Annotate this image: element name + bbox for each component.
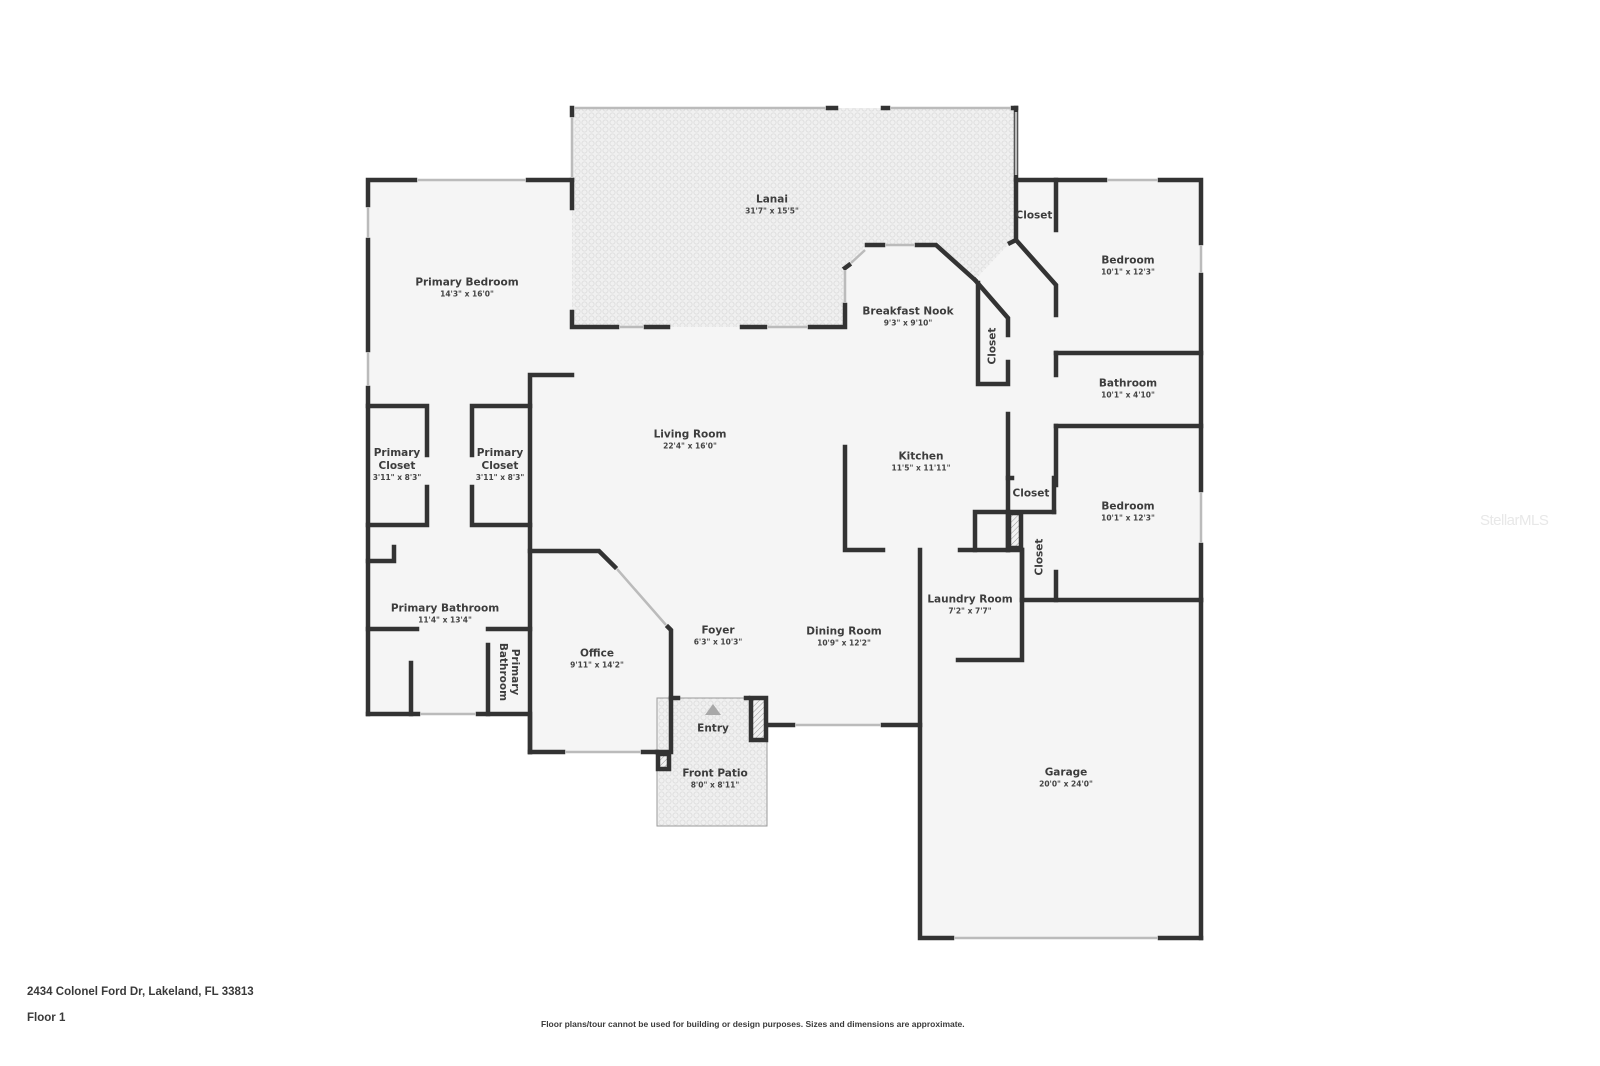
room-label-lanai: Lanai 31'7" x 15'5" xyxy=(745,194,799,217)
room-name: Closet xyxy=(1033,538,1046,576)
front-patio-floor xyxy=(656,697,768,827)
room-label-primary-bedroom: Primary Bedroom 14'3" x 16'0" xyxy=(415,277,518,300)
room-dimensions: 8'0" x 8'11" xyxy=(690,780,740,790)
room-name: Primary Closet xyxy=(476,447,524,472)
room-dimensions: 14'3" x 16'0" xyxy=(440,289,494,299)
watermark-logo: StellarMLS xyxy=(1480,512,1549,529)
room-label-bathroom: Bathroom 10'1" x 4'10" xyxy=(1099,378,1157,401)
room-label-front-patio: Front Patio 8'0" x 8'11" xyxy=(682,768,747,791)
room-dimensions: 7'2" x 7'7" xyxy=(948,606,992,616)
room-dimensions: 9'3" x 9'10" xyxy=(883,318,933,328)
room-label-foyer: Foyer 6'3" x 10'3" xyxy=(694,625,743,648)
room-label-closet-middle: Closet xyxy=(1013,488,1050,501)
room-name: Closet xyxy=(986,327,999,365)
room-dimensions: 10'1" x 12'3" xyxy=(1101,267,1155,277)
room-dimensions: 10'1" x 12'3" xyxy=(1101,513,1155,523)
room-dimensions: 10'1" x 4'10" xyxy=(1101,390,1155,400)
room-name: Primary Bathroom xyxy=(497,642,521,702)
room-label-primary-bathroom: Primary Bathroom 11'4" x 13'4" xyxy=(391,603,499,626)
room-name: Bedroom xyxy=(1101,500,1155,513)
room-name: Primary Closet xyxy=(373,447,421,472)
room-label-entry: Entry xyxy=(697,723,729,736)
room-dimensions: 3'11" x 8'3" xyxy=(372,473,422,482)
room-label-garage: Garage 20'0" x 24'0" xyxy=(1039,767,1093,790)
room-name: Entry xyxy=(697,722,729,735)
room-name: Dining Room xyxy=(806,625,882,638)
floor-label: Floor 1 xyxy=(27,1012,66,1024)
room-label-primary-bathroom-small: Primary Bathroom xyxy=(497,642,521,702)
room-label-kitchen: Kitchen 11'5" x 11'11" xyxy=(892,451,951,474)
house-floor xyxy=(368,180,1201,938)
room-label-closet-diagonal: Closet xyxy=(987,328,1000,365)
room-label-primary-closet-right: Primary Closet 3'11" x 8'3" xyxy=(475,447,525,483)
lanai-floor xyxy=(572,108,1016,327)
disclaimer-text: Floor plans/tour cannot be used for buil… xyxy=(541,1019,965,1029)
room-label-breakfast-nook: Breakfast Nook 9'3" x 9'10" xyxy=(862,306,953,329)
room-label-living-room: Living Room 22'4" x 16'0" xyxy=(654,429,727,452)
room-label-laundry-room: Laundry Room 7'2" x 7'7" xyxy=(927,594,1012,617)
room-name: Bathroom xyxy=(1098,377,1158,390)
room-name: Garage xyxy=(1044,766,1088,779)
room-label-primary-closet-left: Primary Closet 3'11" x 8'3" xyxy=(372,447,422,483)
windows xyxy=(366,106,1203,940)
room-dimensions: 10'9" x 12'2" xyxy=(817,638,871,648)
room-label-closet-vertical: Closet xyxy=(1034,539,1047,576)
room-dimensions: 20'0" x 24'0" xyxy=(1039,779,1093,789)
room-name: Front Patio xyxy=(682,767,748,780)
room-name: Kitchen xyxy=(898,450,944,463)
room-name: Office xyxy=(580,647,614,660)
room-name: Foyer xyxy=(701,624,735,637)
room-name: Primary Bathroom xyxy=(390,602,500,615)
room-label-office: Office 9'11" x 14'2" xyxy=(570,648,624,671)
room-label-bedroom-top: Bedroom 10'1" x 12'3" xyxy=(1101,255,1155,278)
room-dimensions: 9'11" x 14'2" xyxy=(570,660,624,670)
room-name: Closet xyxy=(1012,487,1050,500)
room-label-closet-top: Closet xyxy=(1016,210,1053,223)
room-name: Breakfast Nook xyxy=(862,305,954,318)
room-dimensions: 11'5" x 11'11" xyxy=(891,463,951,473)
room-dimensions: 3'11" x 8'3" xyxy=(475,473,525,482)
room-dimensions: 6'3" x 10'3" xyxy=(693,637,743,647)
room-name: Primary Bedroom xyxy=(415,276,519,289)
room-label-dining-room: Dining Room 10'9" x 12'2" xyxy=(806,626,882,649)
room-name: Laundry Room xyxy=(927,593,1013,606)
entry-arrow-icon xyxy=(705,704,721,715)
room-label-bedroom-bottom: Bedroom 10'1" x 12'3" xyxy=(1101,501,1155,524)
room-name: Living Room xyxy=(653,428,727,441)
room-dimensions: 31'7" x 15'5" xyxy=(745,206,799,216)
room-dimensions: 22'4" x 16'0" xyxy=(663,441,717,451)
room-name: Closet xyxy=(1015,209,1053,222)
room-floors xyxy=(368,108,1201,938)
walls xyxy=(365,105,1204,941)
room-name: Lanai xyxy=(756,193,788,206)
property-address: 2434 Colonel Ford Dr, Lakeland, FL 33813 xyxy=(27,986,254,998)
room-name: Bedroom xyxy=(1101,254,1155,267)
room-dimensions: 11'4" x 13'4" xyxy=(418,615,472,625)
